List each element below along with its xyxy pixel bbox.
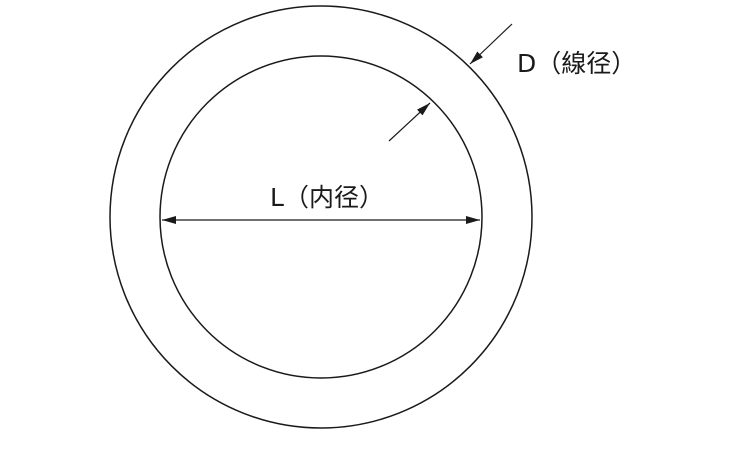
wire-diameter-inner-arrow — [388, 102, 431, 142]
wire-diameter-label: D（線径） — [517, 49, 636, 78]
inner-circle — [159, 55, 483, 379]
wire-diameter-outer-arrow — [469, 23, 513, 65]
outer-circle — [109, 5, 533, 429]
inner-diameter-label: L（内径） — [270, 183, 384, 212]
